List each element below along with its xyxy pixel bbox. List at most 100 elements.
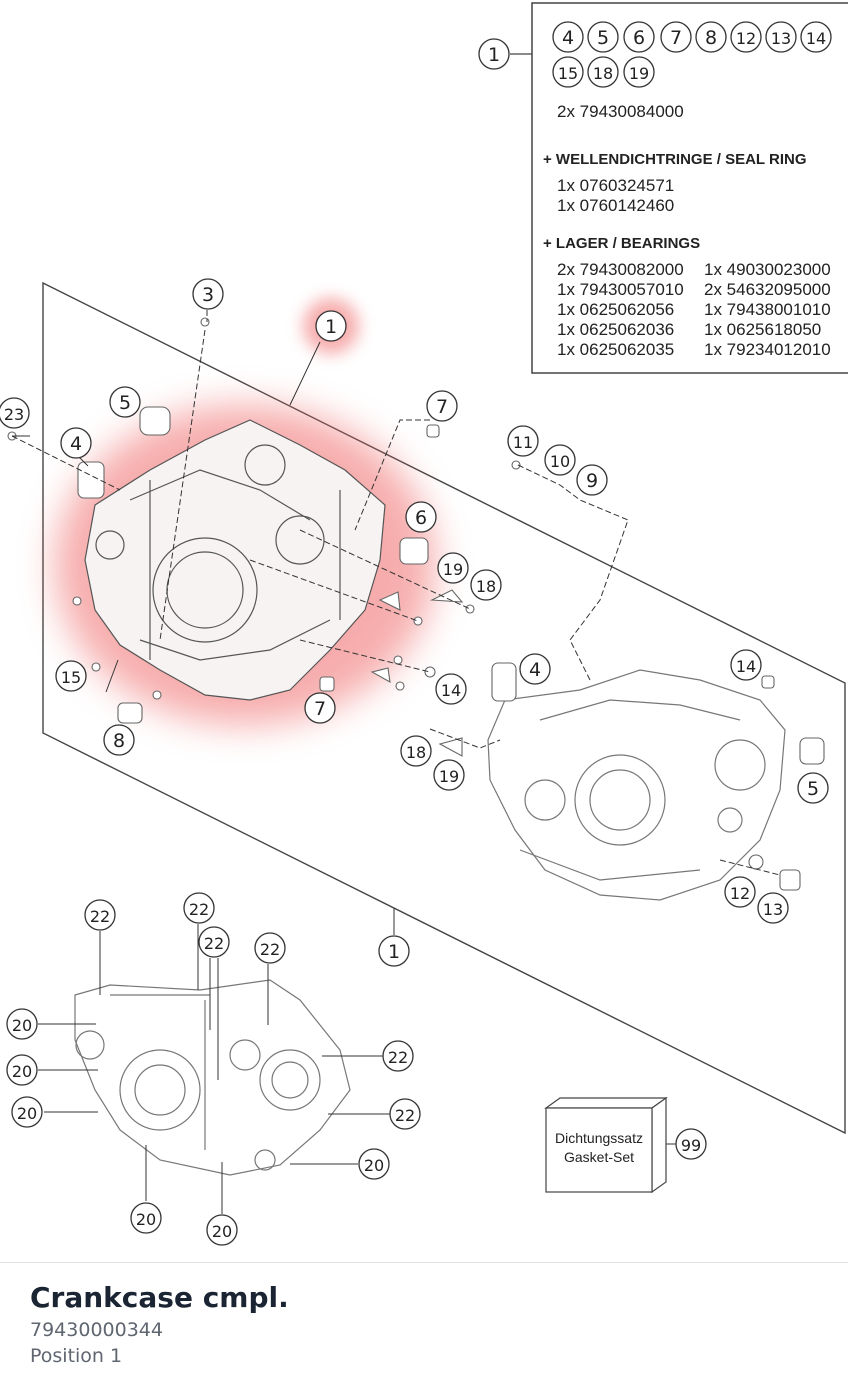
- legend-bearing-line: 1x 49030023000: [704, 260, 831, 279]
- callout-c20-b[interactable]: 20: [6, 1054, 38, 1086]
- callout-c13[interactable]: 13: [757, 892, 789, 924]
- callout-c15[interactable]: 15: [55, 660, 87, 692]
- callout-c6[interactable]: 6: [405, 501, 437, 533]
- callout-c5-left[interactable]: 5: [109, 386, 141, 418]
- gasket-set-box[interactable]: Dichtungssatz Gasket-Set: [544, 1096, 668, 1194]
- callout-number: 11: [513, 433, 533, 452]
- callout-c20-e[interactable]: 20: [130, 1202, 162, 1234]
- callout-c10[interactable]: 10: [544, 444, 576, 476]
- callout-c14-right[interactable]: 14: [730, 649, 762, 681]
- callout-number: 5: [807, 778, 819, 800]
- callout-number: 13: [763, 900, 783, 919]
- gasket-label-de: Dichtungssatz: [555, 1130, 643, 1146]
- part-number: 79430000344: [30, 1319, 163, 1341]
- callout-number: 7: [314, 698, 326, 720]
- legend-part-ref[interactable]: 15: [552, 56, 584, 88]
- callout-number: 6: [633, 27, 645, 49]
- legend-part-ref[interactable]: 4: [552, 21, 584, 53]
- legend-seal-heading: + WELLENDICHTRINGE / SEAL RING: [543, 151, 807, 168]
- legend-bearing-line: 1x 0625062036: [557, 320, 674, 339]
- legend-part-ref[interactable]: 13: [765, 21, 797, 53]
- legend-part-ref[interactable]: 12: [730, 21, 762, 53]
- legend-part-ref[interactable]: 6: [623, 21, 655, 53]
- callout-number: 7: [670, 27, 682, 49]
- callout-c8[interactable]: 8: [103, 724, 135, 756]
- legend-part-ref[interactable]: 5: [587, 21, 619, 53]
- callout-c5-right[interactable]: 5: [797, 772, 829, 804]
- callout-c7-top[interactable]: 7: [426, 390, 458, 422]
- callout-number: 5: [119, 392, 131, 414]
- callout-c9[interactable]: 9: [576, 464, 608, 496]
- legend-part-ref[interactable]: 7: [660, 21, 692, 53]
- callout-number: 9: [586, 470, 598, 492]
- legend-bearing-line: 1x 0625618050: [704, 320, 821, 339]
- callout-c4-left[interactable]: 4: [60, 427, 92, 459]
- callout-c18-bottom[interactable]: 18: [400, 735, 432, 767]
- callout-number: 18: [593, 64, 613, 83]
- callout-number: 22: [90, 907, 110, 926]
- callout-number: 14: [806, 29, 826, 48]
- legend-bearing-line: 2x 54632095000: [704, 280, 831, 299]
- callout-c22-d[interactable]: 22: [254, 932, 286, 964]
- callout-number: 18: [406, 743, 426, 762]
- callout-c1-highlight[interactable]: 1: [315, 310, 347, 342]
- callout-c99[interactable]: 99: [675, 1128, 707, 1160]
- callout-number: 12: [736, 29, 756, 48]
- legend-assembly-line: 2x 79430084000: [557, 102, 684, 121]
- callout-number: 4: [562, 27, 574, 49]
- legend-callout-1[interactable]: 1: [478, 38, 510, 70]
- callout-c4-right[interactable]: 4: [519, 653, 551, 685]
- callout-c3[interactable]: 3: [192, 278, 224, 310]
- callout-c20-c[interactable]: 20: [11, 1096, 43, 1128]
- callout-number: 15: [558, 64, 578, 83]
- crankcase-left-half[interactable]: [84, 419, 386, 701]
- callout-number: 5: [597, 27, 609, 49]
- callout-number: 12: [730, 884, 750, 903]
- callout-c1-bottom[interactable]: 1: [378, 935, 410, 967]
- callout-number: 6: [415, 507, 427, 529]
- callout-number: 20: [12, 1062, 32, 1081]
- callout-c22-f[interactable]: 22: [389, 1098, 421, 1130]
- loose-parts: [7, 317, 825, 891]
- callout-number: 20: [364, 1156, 384, 1175]
- callout-number: 4: [70, 433, 82, 455]
- callout-c22-c[interactable]: 22: [198, 926, 230, 958]
- crankcase-right-half: [487, 669, 786, 901]
- callout-number: 14: [736, 657, 756, 676]
- callout-c22-a[interactable]: 22: [84, 899, 116, 931]
- legend-part-ref[interactable]: 19: [623, 56, 655, 88]
- callout-number: 22: [204, 934, 224, 953]
- callout-number: 19: [439, 767, 459, 786]
- legend-bearing-line: 1x 0625062035: [557, 340, 674, 359]
- callout-c20-f[interactable]: 20: [206, 1214, 238, 1246]
- callout-c22-b[interactable]: 22: [183, 892, 215, 924]
- leader-lines: [11, 310, 781, 1214]
- legend-part-ref[interactable]: 18: [587, 56, 619, 88]
- legend-part-ref[interactable]: 14: [800, 21, 832, 53]
- callout-c18-top[interactable]: 18: [470, 569, 502, 601]
- legend-part-ref[interactable]: 8: [695, 21, 727, 53]
- callout-c19-bottom[interactable]: 19: [433, 759, 465, 791]
- part-position: Position 1: [30, 1345, 123, 1367]
- callout-c22-e[interactable]: 22: [382, 1040, 414, 1072]
- callout-c12[interactable]: 12: [724, 876, 756, 908]
- callout-c14-left[interactable]: 14: [435, 673, 467, 705]
- callout-c23[interactable]: 23: [0, 397, 30, 429]
- legend-seal-line: 1x 0760324571: [557, 176, 674, 195]
- callout-c19-top[interactable]: 19: [437, 552, 469, 584]
- callout-number: 15: [61, 668, 81, 687]
- part-title: Crankcase cmpl.: [30, 1281, 289, 1314]
- callout-c11[interactable]: 11: [507, 425, 539, 457]
- callout-c7-bottom[interactable]: 7: [304, 692, 336, 724]
- callout-c20-a[interactable]: 20: [6, 1008, 38, 1040]
- legend-bearing-line: 2x 79430082000: [557, 260, 684, 279]
- callout-c20-d[interactable]: 20: [358, 1148, 390, 1180]
- callout-number: 23: [4, 405, 24, 424]
- callout-number: 1: [325, 316, 337, 338]
- crankcase-bottom-view: [74, 979, 351, 1176]
- callout-number: 22: [395, 1106, 415, 1125]
